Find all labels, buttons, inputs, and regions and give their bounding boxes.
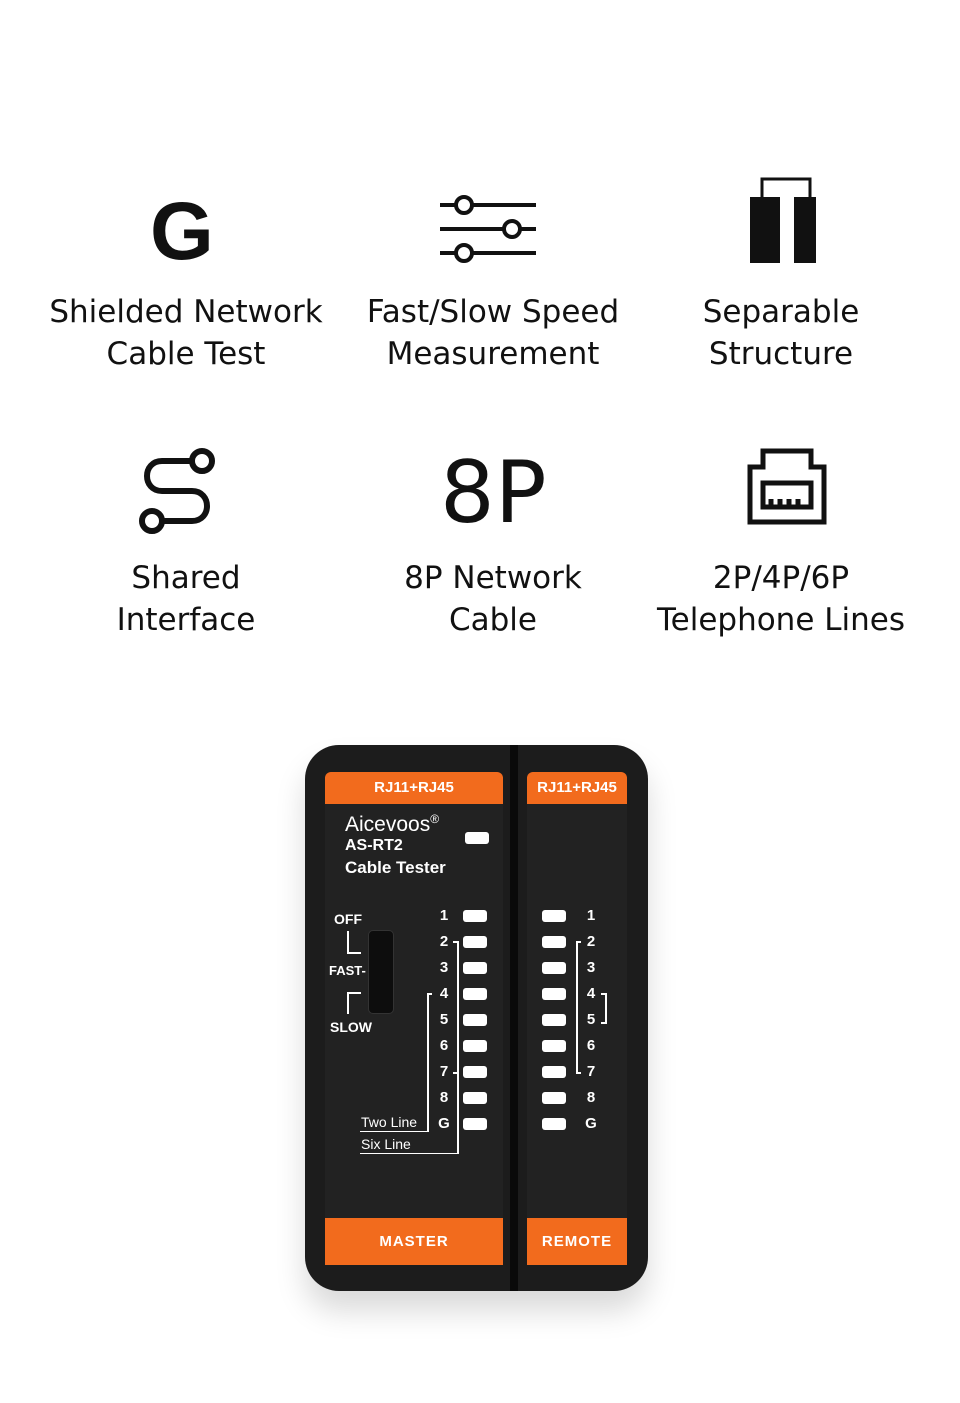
shield-g-icon: G <box>150 186 214 277</box>
remote-pin-label: G <box>585 1115 597 1132</box>
separable-icon <box>750 177 816 263</box>
remote-pin-label: 6 <box>586 1037 596 1054</box>
feature-label-line: Telephone Lines <box>656 602 906 638</box>
shared-path-icon <box>139 448 215 534</box>
brand-name: Aicevoos® <box>345 812 440 836</box>
remote-pin-label: 3 <box>586 959 596 976</box>
rj-port-icon <box>747 448 827 525</box>
master-pin-label: 4 <box>439 985 449 1002</box>
master-led-5 <box>463 1014 487 1026</box>
master-pin-label: 2 <box>439 933 449 950</box>
module-divider <box>510 745 518 1291</box>
feature-label-line: Separable <box>702 294 860 330</box>
feature-label-line: Fast/Slow Speed <box>366 294 620 330</box>
master-led-1 <box>463 910 487 922</box>
remote-pin-label: 7 <box>586 1063 596 1080</box>
speed-switch[interactable] <box>368 930 394 1014</box>
feature-label-line: Cable Test <box>106 336 266 372</box>
master-pin-label: 1 <box>439 907 449 924</box>
feature-label-line: Cable <box>448 602 537 638</box>
remote-port-label: RJ11+RJ45 <box>527 772 627 804</box>
remote-pin-label: 4 <box>586 985 596 1002</box>
switch-off-label: OFF <box>334 911 362 927</box>
remote-pin-label: 2 <box>586 933 596 950</box>
remote-led-1 <box>542 910 566 922</box>
master-led-4 <box>463 988 487 1000</box>
master-led-G <box>463 1118 487 1130</box>
feature-label-line: Structure <box>708 336 854 372</box>
master-pin-label: 8 <box>439 1089 449 1106</box>
feature-label-line: Measurement <box>386 336 600 372</box>
switch-slow-label: SLOW <box>330 1019 372 1035</box>
master-led-6 <box>463 1040 487 1052</box>
master-led-2 <box>463 936 487 948</box>
master-pin-label: 7 <box>439 1063 449 1080</box>
feature-label-line: Shielded Network <box>49 294 323 330</box>
feature-label-line: Shared <box>131 560 241 596</box>
six-line-label: Six Line <box>361 1136 411 1152</box>
master-pin-label: 5 <box>439 1011 449 1028</box>
remote-led-4 <box>542 988 566 1000</box>
feature-label-line: 2P/4P/6P <box>712 560 850 596</box>
remote-led-5 <box>542 1014 566 1026</box>
master-pin-label: 6 <box>439 1037 449 1054</box>
master-port-label: RJ11+RJ45 <box>325 772 503 804</box>
remote-led-8 <box>542 1092 566 1104</box>
model-number: AS-RT2 <box>345 837 403 854</box>
power-led <box>465 832 489 844</box>
remote-led-G <box>542 1118 566 1130</box>
remote-label: REMOTE <box>527 1218 627 1265</box>
product-name: Cable Tester <box>345 858 446 877</box>
remote-led-2 <box>542 936 566 948</box>
remote-led-3 <box>542 962 566 974</box>
switch-fast-label: FAST- <box>329 963 366 978</box>
master-led-3 <box>463 962 487 974</box>
remote-led-6 <box>542 1040 566 1052</box>
sliders-icon <box>440 195 536 263</box>
remote-pin-label: 1 <box>586 907 596 924</box>
feature-label-line: Interface <box>116 602 256 638</box>
master-label: MASTER <box>325 1218 503 1265</box>
remote-pin-label: 5 <box>586 1011 596 1028</box>
master-pin-label: G <box>438 1115 450 1132</box>
8p-icon: 8P <box>440 443 547 543</box>
master-led-8 <box>463 1092 487 1104</box>
master-led-7 <box>463 1066 487 1078</box>
master-pin-label: 3 <box>439 959 449 976</box>
two-line-label: Two Line <box>361 1114 418 1130</box>
feature-label: 2P/4P/6P Telephone Lines <box>621 557 941 641</box>
remote-pin-label: 8 <box>586 1089 596 1106</box>
feature-label-line: 8P Network <box>404 560 582 596</box>
remote-led-7 <box>542 1066 566 1078</box>
